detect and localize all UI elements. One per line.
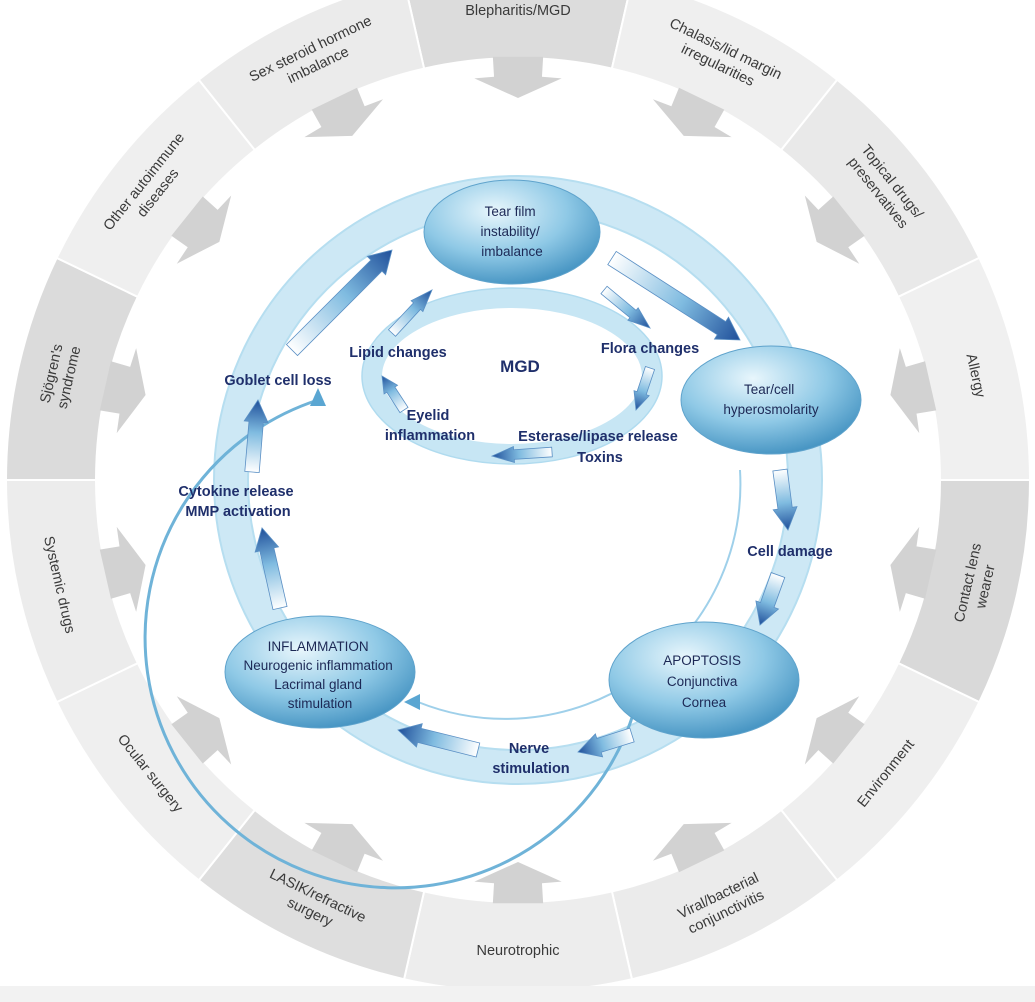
- svg-text:INFLAMMATION Neurogenic: INFLAMMATION Neurogenic inflammation Lac…: [243, 639, 396, 711]
- factor-arrow-lasik: [304, 822, 384, 873]
- cycle-flow-arrows: [243, 249, 798, 758]
- factor-arrow-viral-bacterial: [652, 822, 732, 873]
- outer-factor-arrows: [99, 56, 937, 904]
- arrow-inflammation-to-cytokine: [254, 527, 288, 611]
- label-nerve-stimulation: Nerve stimulation: [492, 741, 569, 777]
- arrow-cytokine-to-goblet: [243, 399, 269, 474]
- svg-text:APOPTOSIS Conjunctiva: APOPTOSIS Conjunctiva Cornea: [663, 653, 745, 710]
- arrow-apoptosis-to-nerve: [577, 727, 635, 758]
- factor-label-blepharitis: Blepharitis/MGD: [465, 3, 571, 19]
- svg-text:Tear/cell hyperosmolarit: Tear/cell hyperosmolarity: [723, 382, 819, 417]
- mgd-arrow-flora-down: [633, 365, 656, 411]
- factor-segment-neurotrophic: [402, 890, 634, 986]
- mgd-arrow-flora: [600, 285, 651, 329]
- factor-arrow-blepharitis: [474, 56, 562, 98]
- factor-arrow-contact-lens: [890, 526, 937, 612]
- arrow-celldamage-to-apoptosis: [755, 572, 786, 626]
- factor-arrow-sex-steroid: [304, 87, 384, 138]
- feedback-arc: [143, 398, 642, 890]
- label-flora-changes: Flora changes: [601, 341, 699, 357]
- arrow-nerve-to-inflammation: [397, 723, 481, 758]
- label-cell-damage: Cell damage: [747, 544, 832, 560]
- mgd-arrow-lipid: [387, 289, 433, 337]
- feedback-arrowhead-left: [404, 694, 420, 710]
- arrow-tear-to-hyper: [607, 250, 741, 341]
- factor-arrow-sjogrens: [99, 348, 146, 434]
- factor-arrow-autoimmune: [171, 195, 232, 264]
- arrow-hyper-to-celldamage: [772, 468, 798, 531]
- factor-arrow-chalasis: [652, 87, 732, 138]
- factor-arrow-ocular-surgery: [171, 696, 232, 765]
- label-goblet-cell-loss: Goblet cell loss: [224, 373, 331, 389]
- node-inflammation: INFLAMMATION Neurogenic inflammation Lac…: [224, 615, 416, 729]
- outer-factor-ring: [4, 0, 1032, 986]
- label-esterase-lipase: Esterase/lipase release Toxins: [518, 429, 682, 466]
- label-eyelid-inflammation: Eyelid inflammation: [385, 408, 475, 444]
- mgd-arrow-esterase: [490, 445, 553, 464]
- feedback-arrowhead-up: [310, 388, 326, 406]
- factor-arrow-systemic-drugs: [99, 526, 146, 612]
- factor-arrow-topical-drugs: [804, 195, 865, 264]
- label-cytokine-release: Cytokine release MMP activation: [178, 484, 297, 520]
- node-tear-film: Tear film instability/ imbalance: [423, 179, 601, 285]
- node-hyperosmolarity: Tear/cell hyperosmolarity: [680, 345, 862, 455]
- factor-arrow-neurotrophic: [474, 862, 562, 904]
- factor-segment-sex-steroid: [197, 0, 426, 152]
- main-cycle-band-outer-edge: [213, 175, 823, 785]
- mgd-arrow-eyelid-up: [381, 375, 409, 414]
- factor-arrow-environment: [804, 696, 865, 765]
- svg-text:Tear film instability/: Tear film instability/ imbalance: [480, 204, 543, 259]
- node-apoptosis: APOPTOSIS Conjunctiva Cornea: [608, 621, 800, 739]
- label-lipid-changes: Lipid changes: [349, 345, 447, 361]
- mgd-title: MGD: [500, 357, 540, 376]
- factor-label-neurotrophic: Neurotrophic: [476, 943, 559, 959]
- arrow-goblet-to-tearfilm: [285, 249, 393, 357]
- footer-bar: [0, 986, 1035, 1002]
- factor-arrow-allergy: [890, 348, 937, 434]
- mgd-ring-edge: [361, 287, 663, 465]
